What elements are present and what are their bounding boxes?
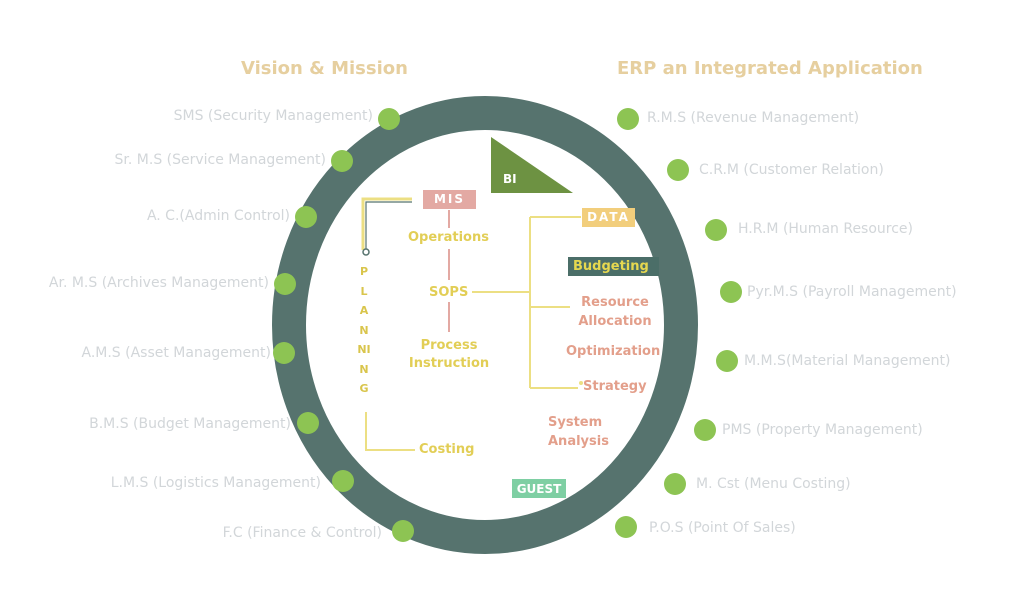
system-analysis-label: System Analysis [548, 415, 609, 449]
module-dot [392, 520, 414, 542]
module-dot [297, 412, 319, 434]
module-dot [273, 342, 295, 364]
costing-label: Costing [419, 442, 475, 457]
budgeting-box [568, 257, 659, 276]
module-dot [694, 419, 716, 441]
module-dot [332, 470, 354, 492]
resource-allocation-label: Resource Allocation [578, 295, 652, 329]
module-mms: M.M.S(Material Management) [744, 353, 951, 369]
module-dot [615, 516, 637, 538]
module-dot [274, 273, 296, 295]
heading-vision-mission: Vision & Mission [241, 58, 408, 79]
module-rms: R.M.S (Revenue Management) [647, 110, 860, 126]
strategy-label: Strategy [583, 379, 647, 394]
budgeting-label: Budgeting [573, 259, 649, 274]
mis-box [423, 190, 476, 209]
guest-label: GUEST [516, 482, 562, 496]
module-sms: SMS (Security Management) [173, 108, 373, 124]
module-lms: L.M.S (Logistics Management) [110, 475, 321, 491]
module-dot [617, 108, 639, 130]
sops-label: SOPS [429, 285, 469, 300]
module-dot [331, 150, 353, 172]
module-dot [378, 108, 400, 130]
module-dot [295, 206, 317, 228]
process-instruction-label: Process Instruction [408, 338, 490, 371]
data-label: DATA [587, 210, 630, 224]
module-bms: B.M.S (Budget Management) [89, 416, 291, 432]
data-box [582, 208, 635, 227]
module-ac: A. C.(Admin Control) [146, 208, 290, 224]
planning-connector [361, 197, 412, 250]
module-dot [716, 350, 738, 372]
module-arms: Ar. M.S (Archives Management) [48, 275, 269, 291]
module-dot [667, 159, 689, 181]
module-pyrms: Pyr.M.S (Payroll Management) [747, 284, 957, 300]
module-dot [664, 473, 686, 495]
module-dot [705, 219, 727, 241]
module-crm: C.R.M (Customer Relation) [699, 162, 884, 178]
operations-label: Operations [408, 230, 489, 245]
optimization-label: Optimization [566, 344, 661, 359]
planning-label: PLANNING [357, 265, 371, 395]
module-hrm: H.R.M (Human Resource) [738, 221, 914, 237]
bi-label: BI [503, 172, 517, 186]
mis-label: MIS [433, 192, 466, 206]
heading-erp: ERP an Integrated Application [617, 58, 923, 79]
guest-box [512, 479, 566, 498]
module-dot [720, 281, 742, 303]
bi-triangle [491, 137, 573, 193]
module-srms: Sr. M.S (Service Management) [114, 152, 326, 168]
outer-ring [272, 96, 698, 554]
module-pos: P.O.S (Point Of Sales) [649, 520, 796, 536]
module-ams: A.M.S (Asset Management) [81, 345, 271, 361]
module-fc: F.C (Finance & Control) [222, 525, 382, 541]
module-mcst: M. Cst (Menu Costing) [696, 476, 851, 492]
costing-connector [365, 412, 415, 451]
module-pms: PMS (Property Management) [722, 422, 923, 438]
